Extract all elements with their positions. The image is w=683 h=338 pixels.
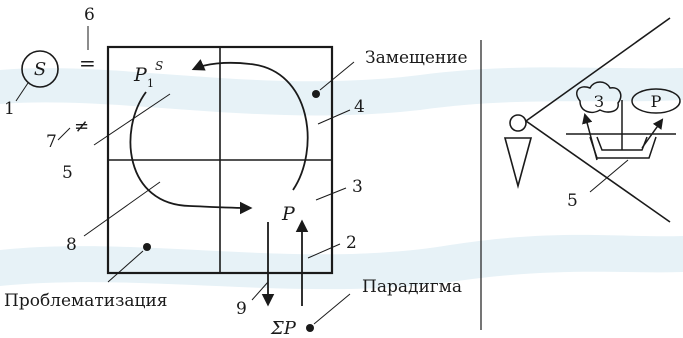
number-4: 4 — [354, 97, 365, 117]
dot-paradigm — [306, 324, 314, 332]
arrow-to-cloud — [585, 115, 597, 160]
cloud-label: З — [594, 92, 604, 111]
observer-body — [505, 138, 531, 186]
p-symbol: P — [281, 203, 296, 225]
number-9: 9 — [236, 299, 247, 319]
number-3: 3 — [352, 177, 363, 197]
number-8: 8 — [66, 235, 77, 255]
label-problematization: Проблематизация — [4, 291, 168, 311]
p1-subscript: 1 — [147, 77, 154, 90]
number-1: 1 — [4, 99, 15, 119]
p1-symbol: P — [133, 64, 148, 86]
background-band-upper — [0, 67, 683, 115]
observer-panel — [505, 18, 680, 222]
number-6: 6 — [84, 5, 95, 25]
leader-5-right — [590, 160, 628, 192]
not-equal-sign: ≠ — [74, 116, 89, 137]
dot-problematization — [143, 243, 151, 251]
leader-paradigm — [314, 294, 350, 324]
p1-superscript: S — [155, 59, 163, 73]
number-5-right: 5 — [567, 191, 578, 211]
leader-8 — [84, 182, 160, 236]
number-7: 7 — [46, 132, 57, 152]
background-band-lower — [0, 235, 683, 289]
observer-head — [510, 115, 526, 131]
number-5: 5 — [62, 163, 73, 183]
oval-label: Р — [651, 92, 662, 111]
sum-p-symbol: ΣP — [270, 318, 297, 338]
dot-replacement — [312, 90, 320, 98]
label-replacement: Замещение — [365, 48, 468, 68]
equals-sign: = — [79, 51, 96, 75]
subject-circle-label: S — [34, 59, 46, 80]
view-ray-bottom — [526, 121, 670, 222]
number-2: 2 — [346, 233, 357, 253]
label-paradigm: Парадигма — [362, 277, 462, 297]
leader-7 — [58, 128, 70, 140]
